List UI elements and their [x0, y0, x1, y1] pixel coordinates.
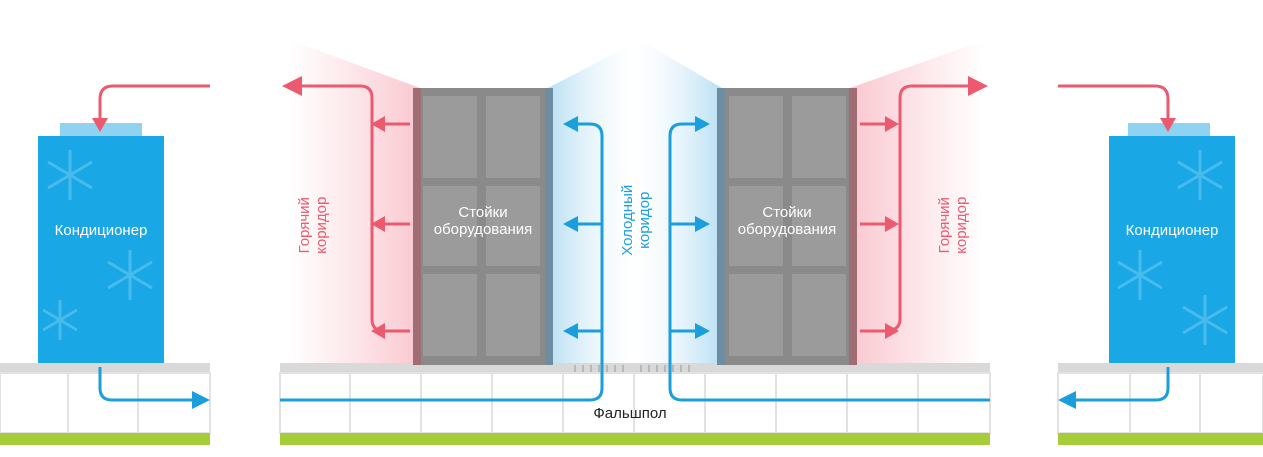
rack-left [413, 88, 553, 365]
snowflake-icon [1117, 150, 1228, 345]
floor-left [0, 363, 211, 445]
arrow-icon [885, 76, 1176, 339]
rack-left-label: Стойки оборудования [433, 204, 533, 239]
rack-right [717, 88, 857, 365]
ac-left-label: Кондиционер [54, 222, 148, 239]
snowflake-icon [42, 150, 153, 340]
hot-corridor-right-glow [850, 40, 985, 365]
arrow-icon [695, 116, 1076, 409]
arrow-icon [92, 76, 385, 339]
cold-corridor-glow [548, 40, 722, 365]
hot-corridor-right-label: Горячий коридор [935, 196, 970, 254]
cold-airflow-left [98, 122, 604, 402]
floor-right [1057, 363, 1263, 445]
rack-right-label: Стойки оборудования [737, 204, 837, 239]
ac-unit-left [38, 123, 164, 363]
raised-floor-label: Фальшпол [593, 405, 667, 422]
hot-corridor-left-glow [290, 40, 420, 365]
ac-right-label: Кондиционер [1125, 222, 1219, 239]
hot-corridor-left-label: Горячий коридор [295, 196, 330, 254]
ac-unit-right [1109, 123, 1235, 363]
floor-center [279, 363, 991, 445]
cold-corridor-label: Холодный коридор [618, 184, 653, 256]
arrow-icon [192, 116, 578, 409]
cold-airflow-right [668, 122, 1170, 402]
